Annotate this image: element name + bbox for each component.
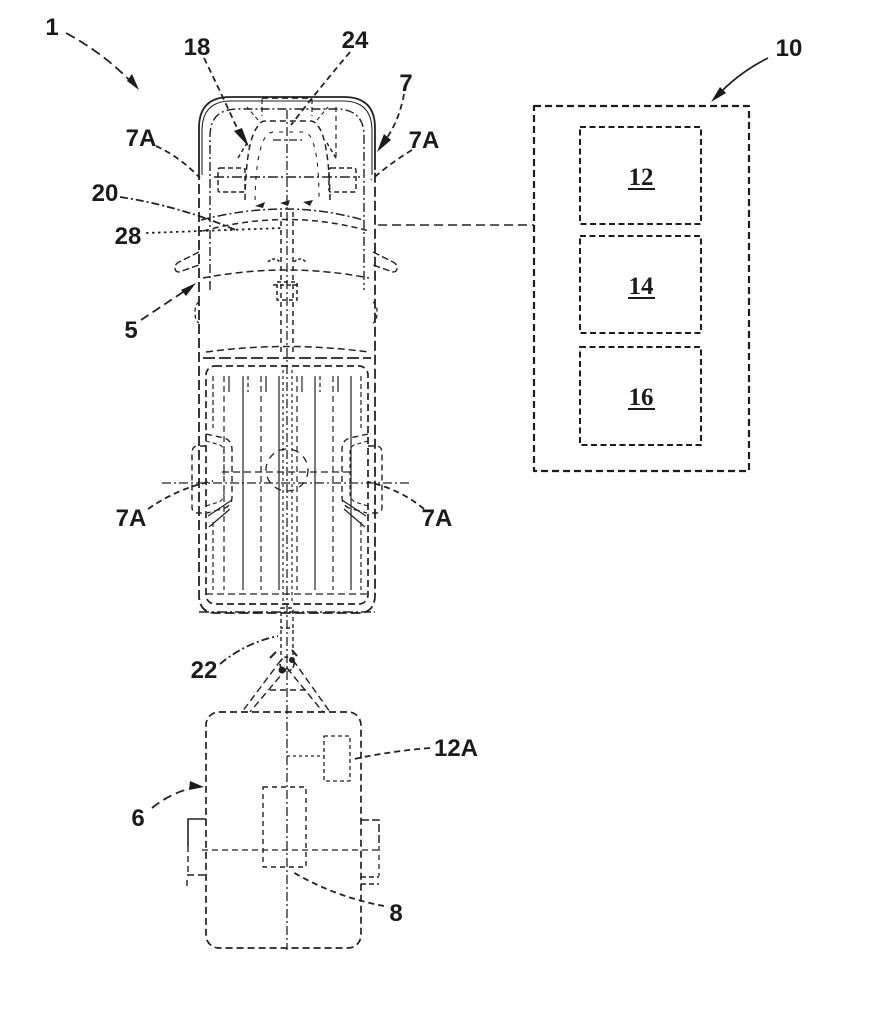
svg-text:7A: 7A <box>422 505 453 532</box>
svg-text:14: 14 <box>629 273 655 300</box>
svg-text:7: 7 <box>399 70 412 97</box>
svg-text:6: 6 <box>131 805 144 832</box>
svg-text:5: 5 <box>124 317 137 344</box>
svg-text:8: 8 <box>389 900 402 927</box>
svg-text:7A: 7A <box>126 125 157 152</box>
svg-text:24: 24 <box>342 27 369 54</box>
svg-text:10: 10 <box>776 35 803 62</box>
svg-text:20: 20 <box>92 180 119 207</box>
svg-text:1: 1 <box>45 14 58 41</box>
svg-text:12A: 12A <box>434 735 478 762</box>
svg-text:28: 28 <box>115 223 142 250</box>
svg-text:12: 12 <box>629 164 654 191</box>
svg-text:7A: 7A <box>116 505 147 532</box>
svg-text:18: 18 <box>184 34 211 61</box>
svg-text:16: 16 <box>629 384 654 411</box>
svg-text:22: 22 <box>191 657 218 684</box>
svg-text:7A: 7A <box>409 127 440 154</box>
